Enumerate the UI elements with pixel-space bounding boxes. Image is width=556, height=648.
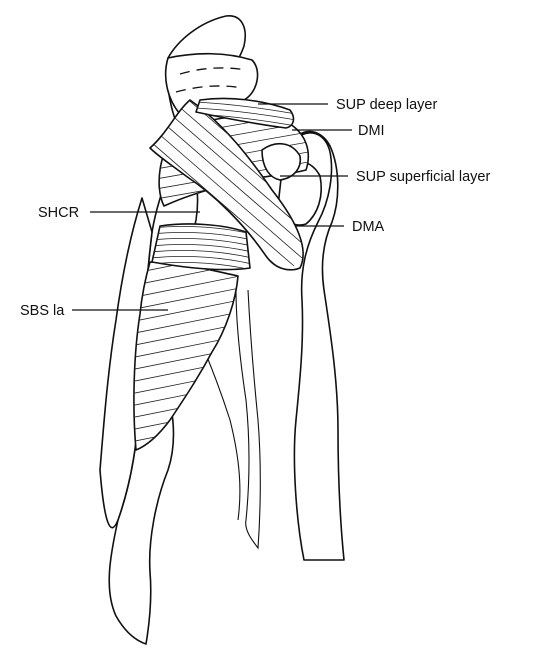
humerus-bone xyxy=(278,131,344,560)
label-shcr: SHCR xyxy=(38,205,79,221)
label-sbs-la: SBS la xyxy=(20,303,65,319)
label-dmi: DMI xyxy=(358,123,385,139)
shcr-muscle xyxy=(150,224,252,270)
label-dma: DMA xyxy=(352,219,385,235)
label-sup-superficial-layer: SUP superficial layer xyxy=(356,169,490,185)
label-sup-deep-layer: SUP deep layer xyxy=(336,97,437,113)
